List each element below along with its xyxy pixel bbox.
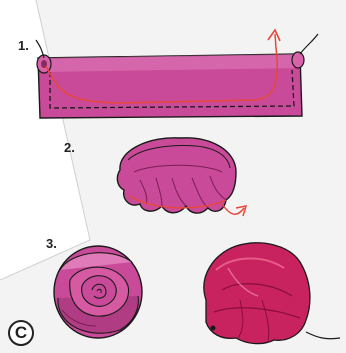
- panel-label-badge: C: [8, 320, 34, 346]
- panel-label-text: C: [15, 323, 27, 343]
- step-number-3: 3.: [46, 236, 57, 251]
- step-number-2: 2.: [64, 140, 75, 155]
- step3-rolled-rose: [54, 246, 142, 338]
- step-number-1: 1.: [18, 38, 29, 53]
